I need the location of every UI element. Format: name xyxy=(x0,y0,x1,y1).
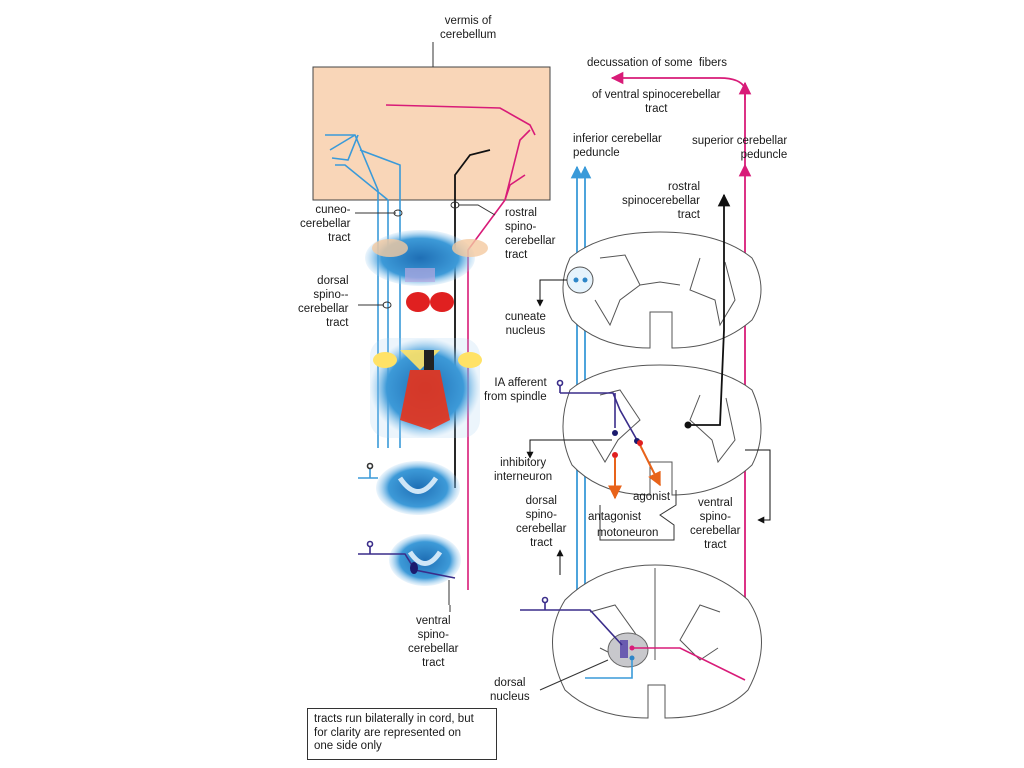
label-dorsal-nucleus: dorsal nucleus xyxy=(490,677,530,703)
left-leader-lines xyxy=(355,201,496,605)
label-rostral-left: rostral spino- cerebellar tract xyxy=(505,207,556,261)
rostral-tract-right xyxy=(690,193,731,426)
right-middle-section xyxy=(562,364,762,496)
motoneuron-axons xyxy=(608,444,661,500)
label-motoneuron: motoneuron xyxy=(597,527,659,539)
cuneate-nucleus-circle xyxy=(566,266,594,294)
right-cervical-section xyxy=(562,231,762,349)
medulla-upper-section xyxy=(365,230,488,312)
cervical-cord-section xyxy=(376,461,460,515)
medulla-lower-section xyxy=(370,338,482,438)
label-ia-afferent: IA afferent from spindle xyxy=(484,377,547,403)
thoracic-section-fibers xyxy=(520,596,746,681)
rostral-tract-fiber-left xyxy=(454,149,491,488)
label-ventral-right: ventral spino- cerebellar tract xyxy=(690,497,741,551)
label-dorsal-left: dorsal spino-- cerebellar tract xyxy=(298,275,349,329)
label-agonist: agonist xyxy=(633,491,671,503)
label-cuneate-nucleus: cuneate nucleus xyxy=(505,311,546,337)
label-ventral-top: of ventral spinocerebellar tract xyxy=(592,89,721,115)
label-ventral-left: ventral spino- cerebellar tract xyxy=(408,615,459,669)
left-input-fibers xyxy=(358,462,456,579)
label-inhibitory-interneuron: inhibitory interneuron xyxy=(494,457,553,483)
thoracic-cord-section xyxy=(389,534,461,586)
cerebellum-box xyxy=(312,42,551,201)
label-dorsal-right: dorsal spino- cerebellar tract xyxy=(516,495,567,549)
label-vermis: vermis of cerebellum xyxy=(440,15,497,41)
label-decussation: decussation of some fibers xyxy=(587,57,727,69)
label-cuneocerebellar: cuneo- cerebellar tract xyxy=(300,204,351,244)
label-inferior-peduncle: inferior cerebellar peduncle xyxy=(573,133,662,159)
label-superior-peduncle: superior cerebellar peduncle xyxy=(692,135,788,161)
right-thoracic-section xyxy=(552,564,762,719)
label-rostral-right: rostral spinocerebellar tract xyxy=(622,181,700,221)
label-antagonist: antagonist xyxy=(588,511,642,523)
bilateral-note-box: tracts run bilaterally in cord, but for … xyxy=(307,708,497,760)
